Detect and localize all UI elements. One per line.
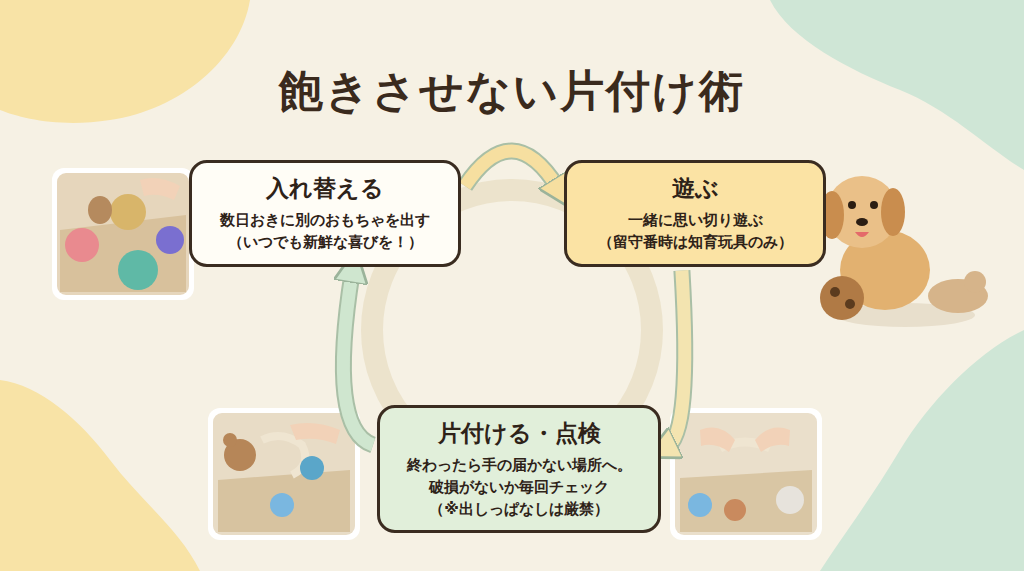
step-heading: 遊ぶ xyxy=(583,173,807,204)
step-body: 一緒に思い切り遊ぶ xyxy=(583,210,807,232)
step-body: 終わったら手の届かない場所へ。 xyxy=(396,455,642,477)
corner-blob xyxy=(770,0,1024,170)
arrow-body xyxy=(667,271,685,448)
cycle-arrow xyxy=(465,151,558,188)
step-box: 片付ける・点検終わったら手の届かない場所へ。破損がないか毎回チェック（※出しっぱ… xyxy=(377,405,661,533)
step-heading: 入れ替える xyxy=(208,173,442,204)
step-body: （※出しっぱなしは厳禁） xyxy=(396,499,642,521)
photo-inspection xyxy=(670,408,822,540)
step-body: （留守番時は知育玩具のみ） xyxy=(583,232,807,254)
step-box: 入れ替える数日おきに別のおもちゃを出す（いつでも新鮮な喜びを！） xyxy=(189,160,461,267)
arrow-body xyxy=(343,273,373,446)
arrow-outline xyxy=(343,273,373,446)
arrow-outline xyxy=(667,271,685,448)
diagram-title: 飽きさせない片付け術 xyxy=(0,62,1024,121)
photo-toy-box xyxy=(52,168,194,300)
corner-blob xyxy=(0,380,200,571)
arrow-outline xyxy=(465,151,558,188)
step-body: 数日おきに別のおもちゃを出す xyxy=(208,210,442,232)
step-box: 遊ぶ一緒に思い切り遊ぶ（留守番時は知育玩具のみ） xyxy=(564,160,826,267)
arrow-body xyxy=(465,151,558,188)
photo-tidying xyxy=(208,408,360,540)
cycle-arrow xyxy=(343,273,373,446)
step-heading: 片付ける・点検 xyxy=(396,418,642,449)
step-body: 破損がないか毎回チェック xyxy=(396,477,642,499)
corner-blob xyxy=(820,330,1024,571)
cycle-arrow xyxy=(667,271,685,448)
step-body: （いつでも新鮮な喜びを！） xyxy=(208,232,442,254)
photo-puppy xyxy=(820,176,988,327)
corner-blob xyxy=(0,0,250,123)
